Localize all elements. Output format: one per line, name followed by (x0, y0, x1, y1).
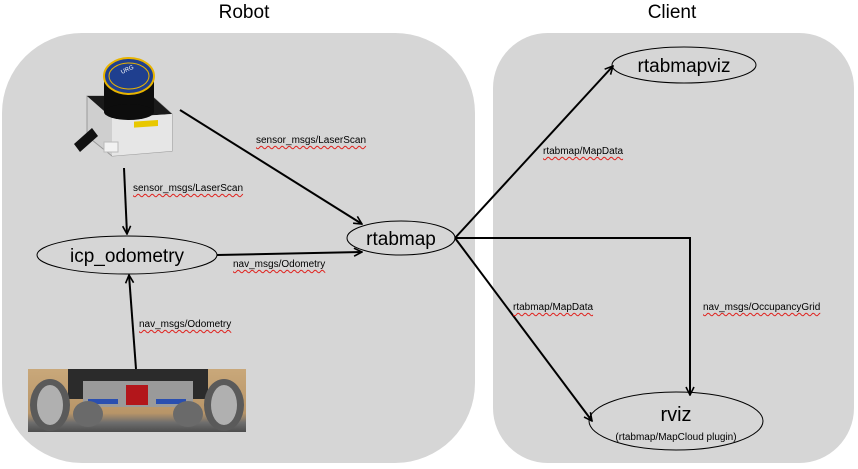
robot-group-title: Robot (218, 2, 270, 23)
edge-lidar-to-icp-odometry (124, 167, 127, 234)
edge-rtabmap-to-rtabmapviz (454, 66, 613, 239)
node-rtabmapviz-label: rtabmapviz (638, 56, 731, 77)
node-rviz-sublabel: (rtabmap/MapCloud plugin) (615, 432, 736, 443)
edge-label-lidar-to-rtabmap: sensor_msgs/LaserScan (256, 135, 367, 146)
edge-icp-odometry-to-rtabmap (216, 252, 362, 255)
client-panel (493, 33, 854, 463)
client-group-title: Client (647, 2, 697, 23)
edge-lidar-to-rtabmap (179, 109, 362, 224)
robot-base-image (28, 369, 246, 432)
edge-label-rtabmap-to-rviz-mapdata: rtabmap/MapData (513, 302, 594, 313)
edge-rtabmap-to-rviz-mapdata (454, 237, 592, 421)
edge-robot-base-to-icp-odometry (129, 275, 137, 370)
node-icp-odometry-label: icp_odometry (70, 246, 185, 267)
edge-label-lidar-to-icp-odometry: sensor_msgs/LaserScan (133, 183, 244, 194)
node-rviz[interactable]: rviz (rtabmap/MapCloud plugin) (588, 391, 764, 451)
node-rtabmapviz[interactable]: rtabmapviz (611, 46, 757, 84)
node-rtabmap-label: rtabmap (366, 229, 436, 250)
edge-label-robot-base-to-icp-odometry: nav_msgs/Odometry (139, 319, 232, 330)
edge-rtabmap-to-rviz-occupancygrid (455, 237, 690, 395)
node-icp-odometry[interactable]: icp_odometry (36, 235, 218, 275)
node-rtabmap[interactable]: rtabmap (346, 220, 456, 256)
edge-label-icp-odometry-to-rtabmap: nav_msgs/Odometry (233, 259, 326, 270)
edge-label-rtabmap-to-rviz-occupancygrid: nav_msgs/OccupancyGrid (703, 302, 821, 313)
edge-label-rtabmap-to-rtabmapviz: rtabmap/MapData (543, 146, 624, 157)
lidar-sensor-image: URG (72, 56, 182, 161)
node-rviz-label: rviz (660, 404, 691, 426)
lidar-model-text: URG (120, 65, 135, 76)
